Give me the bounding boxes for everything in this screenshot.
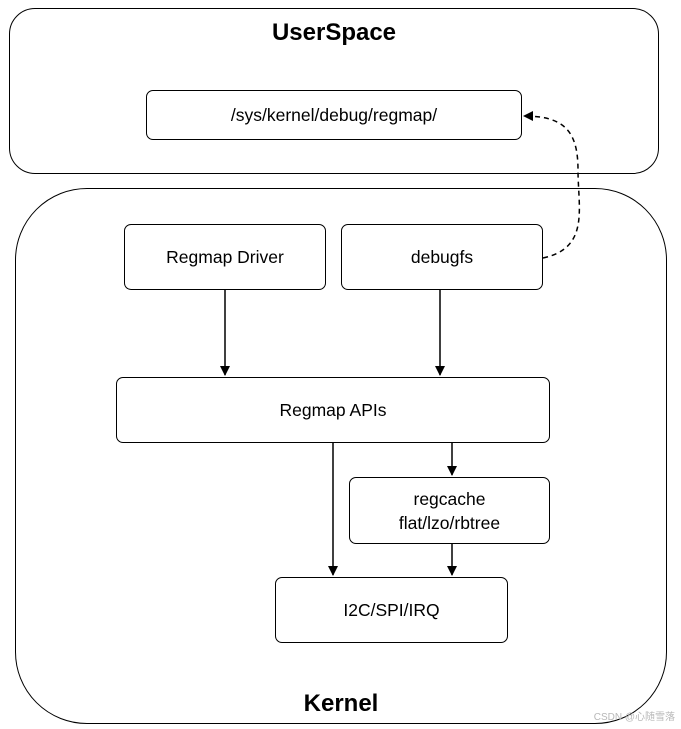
regcache-label: regcache	[413, 488, 486, 509]
watermark: CSDN @心随雪落	[593, 712, 675, 723]
regmap-apis-node: Regmap APIs	[116, 377, 550, 443]
kernel-title: Kernel	[303, 690, 379, 717]
regmap-driver-node: Regmap Driver	[124, 224, 326, 290]
arrow-debugfs-to-userspace-dashed	[523, 111, 581, 259]
userspace-title: UserSpace	[271, 19, 397, 46]
regmap-debugfs-path-node: /sys/kernel/debug/regmap/	[146, 90, 522, 140]
bus-node: I2C/SPI/IRQ	[275, 577, 508, 643]
regcache-node: regcache flat/lzo/rbtree	[349, 477, 550, 544]
regcache-types-label: flat/lzo/rbtree	[398, 512, 501, 533]
debugfs-node: debugfs	[341, 224, 543, 290]
